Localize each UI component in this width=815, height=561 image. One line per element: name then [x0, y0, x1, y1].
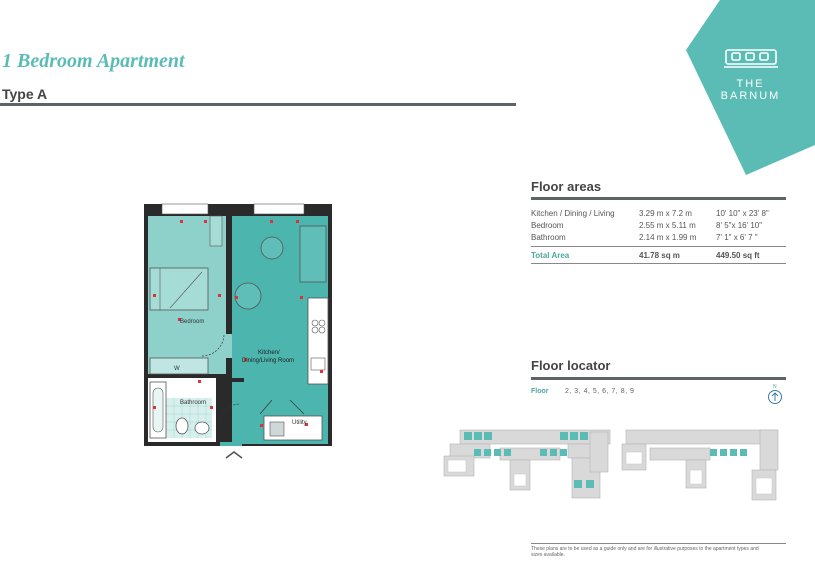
total-imperial: 449.50 sq ft: [716, 251, 760, 260]
dining-table: [234, 282, 262, 310]
building-locator-map: [443, 429, 779, 501]
floor-label: Floor: [531, 388, 549, 395]
kitchen-counter: [307, 297, 329, 385]
fa-metric-1: 2.55 m x 5.11 m: [639, 221, 696, 230]
fa-metric-2: 2.14 m x 1.99 m: [639, 233, 697, 242]
toilet: [175, 417, 189, 435]
fa-imperial-1: 8' 5"x 16' 10": [716, 221, 763, 230]
logo-text-the: THE: [736, 78, 765, 90]
total-metric: 41.78 sq m: [639, 251, 680, 260]
logo-text-barnum: BARNUM: [720, 90, 781, 102]
floor-locator-divider: [531, 377, 786, 380]
utility-label: Utility: [292, 420, 307, 426]
footer-divider: [531, 543, 786, 544]
floor-locator-heading: Floor locator: [531, 358, 611, 373]
total-divider-bottom: [531, 263, 786, 264]
bed: [149, 267, 209, 311]
north-label: N: [773, 384, 777, 390]
wardrobe: [149, 357, 209, 375]
kitchen-label-1: Kitchen/: [258, 350, 280, 356]
fa-imperial-2: 7' 1" x 6' 7 ": [716, 233, 758, 242]
barnum-logo: [686, 0, 815, 175]
floor-areas-divider: [531, 197, 786, 200]
total-divider-top: [531, 246, 786, 247]
disclaimer-text: These plans are to be used as a guide on…: [531, 546, 759, 558]
page-title: 1 Bedroom Apartment: [2, 50, 185, 72]
bathroom-label: Bathroom: [180, 400, 206, 406]
floor-plan: Bedroom Kitchen/ Dining/Living Room W Ba…: [144, 203, 332, 459]
entrance-chevron-icon: [225, 451, 243, 459]
fa-room-2: Bathroom: [531, 233, 566, 242]
kitchen-label-2: Dining/Living Room: [242, 358, 294, 364]
building-icon: [724, 49, 778, 68]
fa-metric-0: 3.29 m x 7.2 m: [639, 209, 692, 218]
north-arrow-icon: N: [768, 384, 782, 404]
fa-imperial-0: 10' 10" x 23' 8": [716, 209, 769, 218]
basin: [194, 421, 210, 435]
bedroom-label: Bedroom: [180, 319, 204, 325]
total-label: Total Area: [531, 251, 570, 260]
wardrobe-label: W: [174, 366, 180, 372]
sofa: [299, 225, 327, 283]
title-divider: [0, 103, 516, 106]
coffee-table: [260, 236, 284, 260]
fa-room-0: Kitchen / Dining / Living: [531, 209, 615, 218]
floor-list: 2, 3, 4, 5, 6, 7, 8, 9: [565, 388, 635, 395]
floor-areas-heading: Floor areas: [531, 179, 602, 194]
apartment-type-label: Type A: [2, 86, 48, 102]
fa-room-1: Bedroom: [531, 221, 564, 230]
